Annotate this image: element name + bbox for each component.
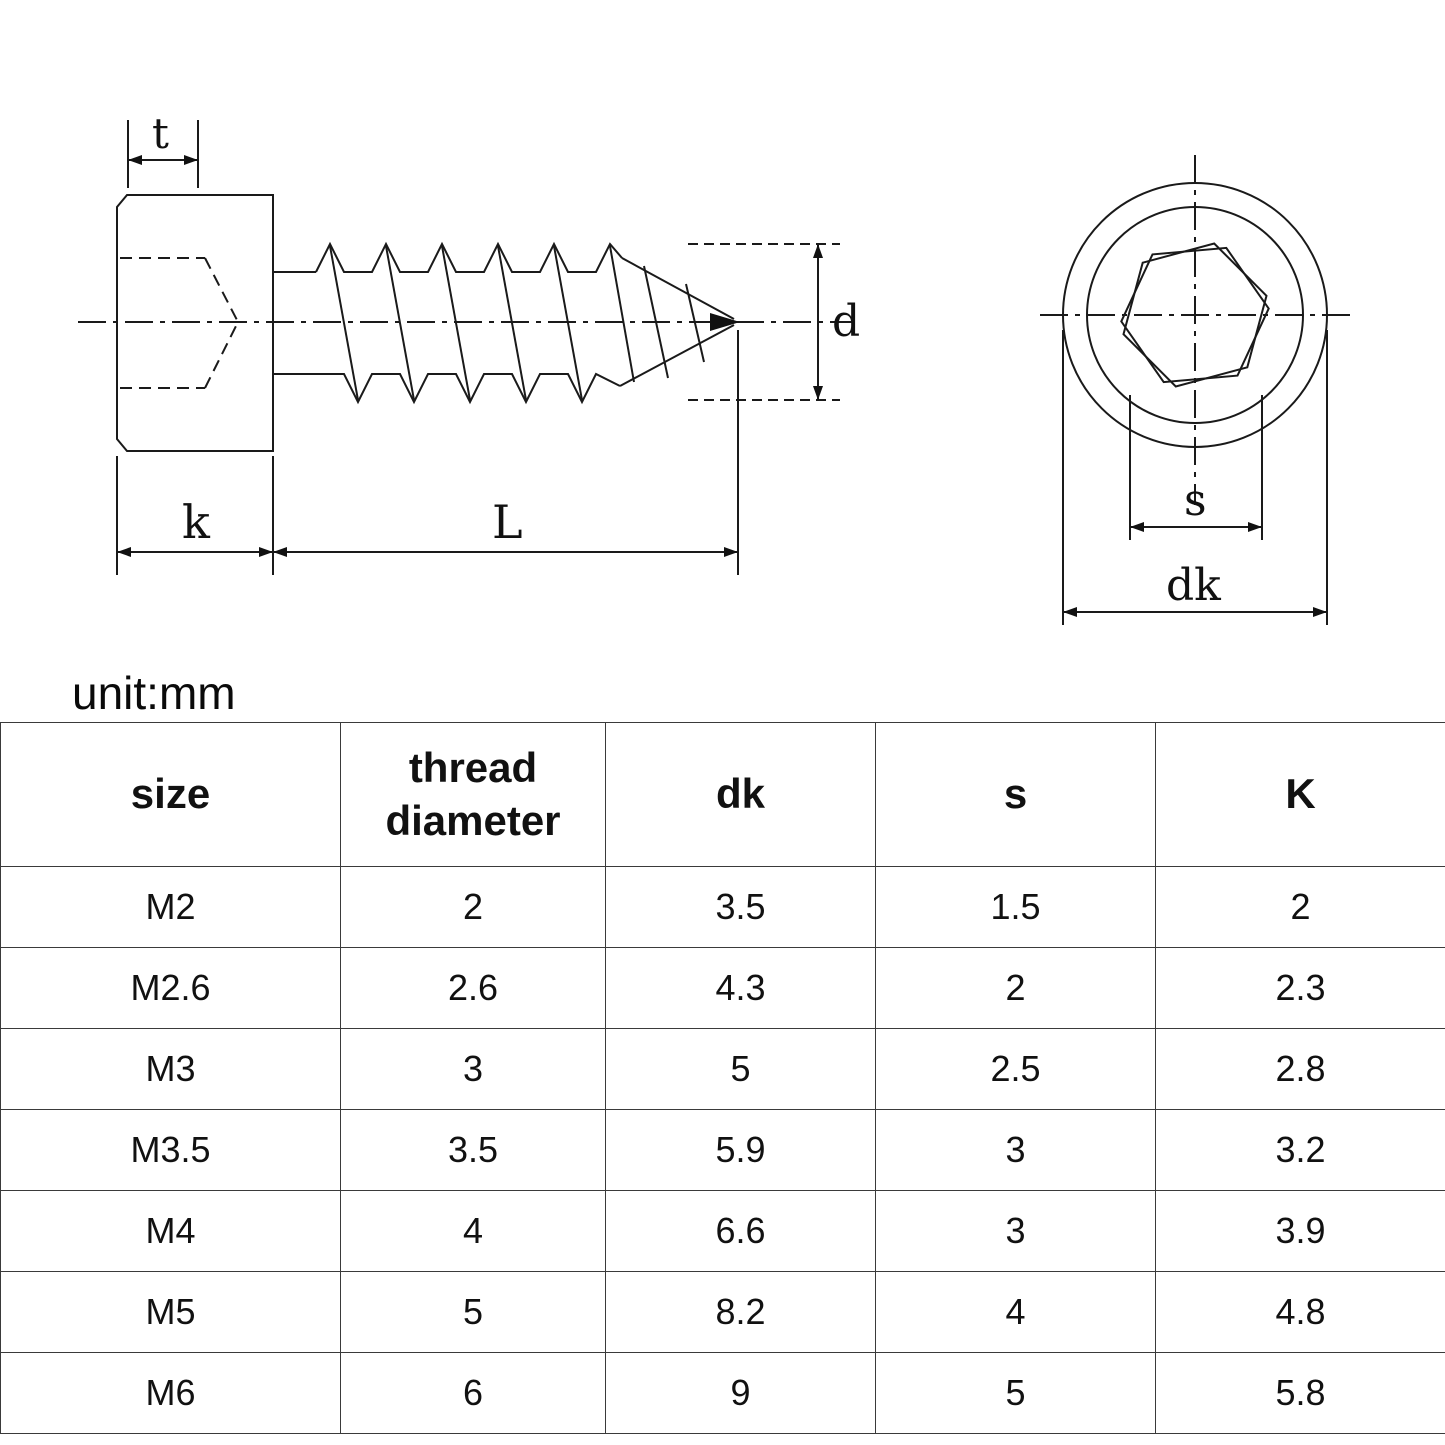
col-header-s: s xyxy=(875,722,1156,867)
dim-dk xyxy=(1062,330,1328,625)
screw-side-view xyxy=(78,120,852,575)
cell-s: 5 xyxy=(875,1352,1156,1434)
technical-drawing: t d k L s dk xyxy=(0,0,1445,660)
dim-label-k: k xyxy=(182,495,211,549)
cell-size: M4 xyxy=(0,1190,341,1272)
cell-thread-diameter: 3 xyxy=(340,1028,606,1110)
dim-label-L: L xyxy=(492,495,523,549)
dim-label-d: d xyxy=(832,296,860,347)
hidden-socket-lines xyxy=(120,257,239,389)
dim-d xyxy=(688,243,840,401)
dim-k-L xyxy=(116,330,739,575)
cell-size: M6 xyxy=(0,1352,341,1434)
cell-dk: 3.5 xyxy=(605,866,876,948)
cell-dk: 4.3 xyxy=(605,947,876,1029)
table-row: M3.5 3.5 5.9 3 3.2 xyxy=(0,1109,1445,1191)
cell-dk: 8.2 xyxy=(605,1271,876,1353)
cell-size: M3.5 xyxy=(0,1109,341,1191)
cell-K: 5.8 xyxy=(1155,1352,1445,1434)
screw-tip xyxy=(619,257,740,387)
cell-s: 3 xyxy=(875,1190,1156,1272)
col-header-size: size xyxy=(0,722,341,867)
thread-top-profile xyxy=(315,241,623,273)
cell-s: 2 xyxy=(875,947,1156,1029)
thread-helix-lines xyxy=(329,245,635,401)
cell-K: 3.9 xyxy=(1155,1190,1445,1272)
hex-socket-outline xyxy=(1122,242,1268,388)
cell-thread-diameter: 3.5 xyxy=(340,1109,606,1191)
dim-label-dk: dk xyxy=(1166,560,1221,611)
cell-K: 2.3 xyxy=(1155,947,1445,1029)
dim-s xyxy=(1129,395,1263,540)
cell-K: 2.8 xyxy=(1155,1028,1445,1110)
cell-thread-diameter: 5 xyxy=(340,1271,606,1353)
table-row: M4 4 6.6 3 3.9 xyxy=(0,1190,1445,1272)
cell-s: 1.5 xyxy=(875,866,1156,948)
dim-label-s: s xyxy=(1184,475,1207,526)
cell-thread-diameter: 6 xyxy=(340,1352,606,1434)
cell-dk: 6.6 xyxy=(605,1190,876,1272)
table-row: M5 5 8.2 4 4.8 xyxy=(0,1271,1445,1353)
thread-bottom-profile xyxy=(316,372,621,405)
cell-size: M2 xyxy=(0,866,341,948)
col-header-thread-diameter: thread diameter xyxy=(340,722,606,867)
head-chamfer-circle xyxy=(1086,206,1304,424)
table-row: M6 6 9 5 5.8 xyxy=(0,1352,1445,1434)
cell-K: 2 xyxy=(1155,866,1445,948)
cell-thread-diameter: 2.6 xyxy=(340,947,606,1029)
cell-thread-diameter: 4 xyxy=(340,1190,606,1272)
dim-t xyxy=(127,120,199,188)
col-header-dk: dk xyxy=(605,722,876,867)
cell-K: 4.8 xyxy=(1155,1271,1445,1353)
cell-K: 3.2 xyxy=(1155,1109,1445,1191)
table-header-row: size thread diameter dk s K xyxy=(0,722,1445,867)
cell-thread-diameter: 2 xyxy=(340,866,606,948)
cell-dk: 5.9 xyxy=(605,1109,876,1191)
table-row: M2.6 2.6 4.3 2 2.3 xyxy=(0,947,1445,1029)
screw-end-view xyxy=(1040,155,1350,625)
cell-size: M5 xyxy=(0,1271,341,1353)
cell-size: M2.6 xyxy=(0,947,341,1029)
cell-s: 4 xyxy=(875,1271,1156,1353)
cell-dk: 5 xyxy=(605,1028,876,1110)
cell-s: 2.5 xyxy=(875,1028,1156,1110)
screw-diagram-svg: t d k L s dk xyxy=(78,109,1350,625)
table-row: M3 3 5 2.5 2.8 xyxy=(0,1028,1445,1110)
cell-dk: 9 xyxy=(605,1352,876,1434)
head-outer-circle xyxy=(1062,182,1328,448)
cell-size: M3 xyxy=(0,1028,341,1110)
hex-socket-chamfer xyxy=(1120,246,1270,384)
table-row: M2 2 3.5 1.5 2 xyxy=(0,866,1445,948)
unit-label: unit:mm xyxy=(72,667,236,719)
screw-head-outline xyxy=(116,194,274,452)
col-header-K: K xyxy=(1155,722,1445,867)
dim-label-t: t xyxy=(152,109,169,158)
spec-table: size thread diameter dk s K M2 2 3.5 1.5… xyxy=(0,722,1445,1434)
cell-s: 3 xyxy=(875,1109,1156,1191)
